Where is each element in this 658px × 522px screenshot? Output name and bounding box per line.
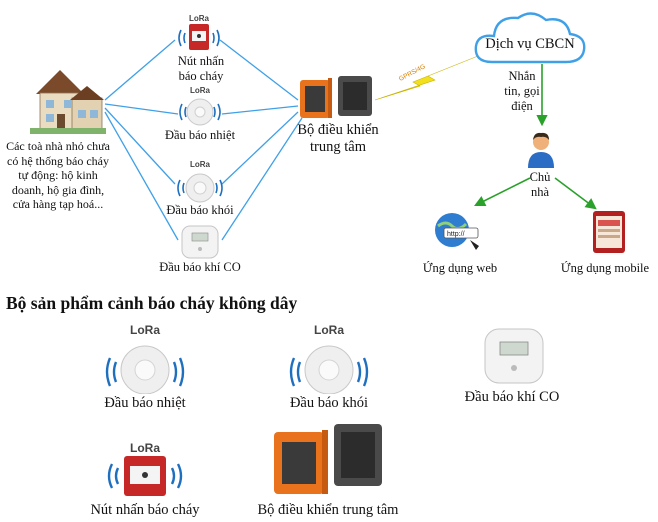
heat-detector-label: Đầu báo nhiệt [164,128,236,142]
controller-icon [300,76,372,118]
call-point-label: Nút nhấn báo cháy [177,54,225,83]
mobile-app-icon [593,211,625,253]
call-point-icon: LoRa [178,14,220,50]
product-smoke-label: Đầu báo khói [289,395,369,411]
smoke-detector-icon: LoRa [177,160,223,203]
svg-text:LoRa: LoRa [130,323,160,337]
heat-detector-icon: LoRa [179,86,221,126]
house-caption: Các toà nhà nhỏ chưa có hệ thống báo chá… [6,139,110,211]
svg-text:LoRa: LoRa [190,86,211,95]
product-heat-label: Đầu báo nhiệt [104,395,186,411]
product-controller-icon [274,424,382,494]
product-co-label: Đầu báo khí CO [464,389,560,405]
mobile-app-label: Ứng dụng mobile [560,261,650,275]
lora-label: LoRa [189,14,210,23]
co-detector-icon [181,225,219,259]
cloud-label: Dịch vụ CBCN [485,36,575,52]
house-icon [30,70,106,134]
svg-text:LoRa: LoRa [190,160,211,169]
product-co-icon [484,328,544,384]
product-call-point-label: Nút nhấn báo cháy [90,502,200,518]
product-controller-label: Bộ điều khiển trung tâm [257,502,399,518]
cloud-icon [474,12,586,64]
owner-icon [528,132,554,168]
web-app-label: Ứng dụng web [422,261,498,275]
owner-label: Chủ nhà [529,170,551,199]
product-call-point-icon: LoRa [107,441,183,496]
product-smoke-icon: LoRa [289,323,369,394]
web-app-icon: http:// [435,213,479,250]
gprs-tag-text: GPRS/4G [398,63,427,82]
svg-text:http://: http:// [447,231,465,238]
section-title: Bộ sản phẩm cảnh báo cháy không dây [6,293,298,313]
svg-text:LoRa: LoRa [314,323,344,337]
svg-text:LoRa: LoRa [130,441,160,455]
notify-label: Nhắn tin, gọi điện [504,69,540,113]
product-heat-icon: LoRa [105,323,185,394]
smoke-detector-label: Đầu báo khói [166,203,234,217]
controller-label: Bộ điều khiển trung tâm [297,122,379,155]
gprs-tag: GPRS/4G [398,63,427,82]
co-detector-label: Đầu báo khí CO [159,260,241,274]
